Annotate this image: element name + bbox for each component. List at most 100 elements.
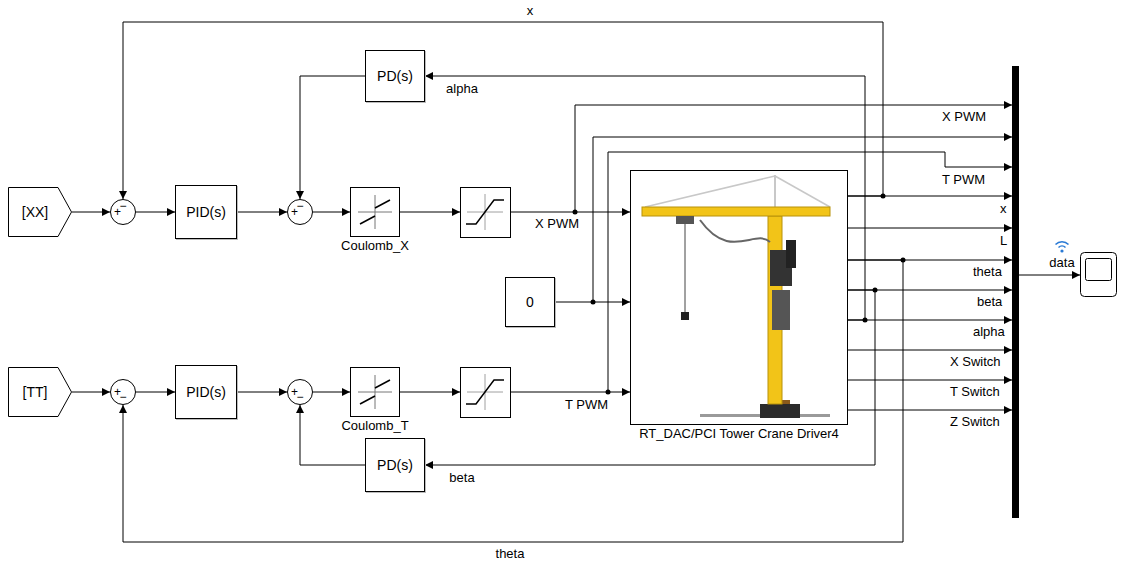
signal-line (300, 405, 365, 465)
signal-wire (848, 350, 1012, 351)
port-sign: − (288, 391, 312, 403)
signal-label: beta (977, 294, 1002, 310)
crane-encoder (786, 240, 796, 268)
signal-line (237, 392, 287, 393)
signal-line (300, 76, 365, 199)
block-label: PID(s) (186, 384, 226, 400)
signal-line (425, 290, 875, 465)
signal-label: T PWM (565, 397, 608, 413)
signal-line (123, 260, 903, 542)
block-label: PD(s) (377, 68, 413, 84)
signal-wire (510, 392, 630, 393)
signal-label: X PWM (535, 216, 579, 232)
saturation-block (461, 368, 511, 418)
signal-wire (510, 212, 630, 213)
saturation-block (461, 188, 511, 238)
signal-label: x (1000, 201, 1007, 217)
signal-label: X Switch (950, 354, 1001, 370)
crane-motor (772, 290, 790, 330)
scope-block (1081, 253, 1117, 297)
block-label: PD(s) (377, 457, 413, 473)
signal-label: data (1049, 255, 1074, 271)
crane-driver-block: RT_DAC/PCI Tower Crane Driver4 (630, 170, 848, 425)
branch-dot (573, 210, 578, 215)
pid-block: PID(s) (175, 185, 237, 239)
block-caption: RT_DAC/PCI Tower Crane Driver4 (639, 427, 839, 442)
signal-line (136, 392, 175, 393)
block-label: [TT] (23, 384, 48, 400)
signal-label: beta (449, 470, 474, 486)
signal-wire (1019, 275, 1080, 276)
sum-junction: +− (287, 199, 313, 225)
pid-block: PID(s) (175, 365, 237, 419)
crane-jib (642, 207, 830, 216)
crane-base (760, 404, 800, 418)
signal-label: alpha (446, 81, 478, 97)
sum-junction: +− (110, 379, 136, 405)
port-sign: − (111, 200, 135, 212)
icon-axis (375, 195, 376, 229)
pd-block: PD(s) (365, 438, 425, 492)
goto-tag: [XX] (8, 187, 72, 237)
branch-dot (606, 390, 611, 395)
friction-block: Coulomb_X (350, 187, 400, 237)
signal-wire (848, 410, 1012, 411)
sum-junction: +− (110, 199, 136, 225)
signal-label: T Switch (950, 384, 1000, 400)
signal-label: L (1000, 233, 1007, 249)
signal-label: theta (496, 546, 525, 562)
signal-wire (400, 212, 460, 213)
saturation-curve (466, 200, 504, 224)
crane-picture-ground (630, 170, 848, 425)
mux-bar (1012, 66, 1019, 518)
signal-line (136, 212, 175, 213)
block-label: 0 (526, 294, 534, 310)
constant-block: 0 (505, 277, 555, 327)
saturation-curve (466, 380, 504, 404)
crane-tie (775, 176, 830, 207)
signal-label: theta (973, 264, 1002, 280)
crane-cable (700, 220, 770, 242)
signal-logging-icon (1056, 242, 1069, 248)
signal-line (123, 22, 883, 199)
crane-tie (645, 176, 775, 207)
block-label: PID(s) (186, 204, 226, 220)
icon-axis (375, 375, 376, 409)
signal-line (313, 212, 350, 213)
signal-line (555, 302, 630, 303)
goto-tag-shape (9, 188, 72, 237)
crane-load (681, 312, 689, 320)
sum-junction: +− (287, 379, 313, 405)
signal-wire (848, 320, 1012, 321)
signal-label: x (527, 3, 534, 19)
signal-label: T PWM (942, 172, 985, 188)
signal-line (72, 392, 110, 393)
goto-tag-shape (9, 368, 72, 417)
signal-label: alpha (973, 324, 1005, 340)
port-sign: − (288, 200, 312, 212)
signal-label: Z Switch (950, 414, 1000, 430)
crane-hoist-rope (685, 224, 686, 312)
signal-wire (593, 137, 1012, 302)
port-sign: − (111, 391, 135, 403)
signal-line (72, 212, 110, 213)
signal-label: X PWM (942, 109, 986, 125)
block-caption: Coulomb_T (341, 419, 408, 434)
block-label: [XX] (22, 204, 48, 220)
signal-wire (608, 152, 1012, 392)
pd-block: PD(s) (365, 50, 425, 102)
signal-line (313, 392, 350, 393)
scope-screen (1086, 259, 1112, 281)
goto-tag: [TT] (8, 367, 72, 417)
signal-logging-icon (1060, 249, 1063, 252)
signal-wire (848, 380, 1012, 381)
coulomb-curve (360, 380, 390, 404)
block-caption: Coulomb_X (341, 239, 409, 254)
signal-line (237, 212, 287, 213)
signal-wire (575, 105, 1012, 212)
signal-wire (400, 392, 460, 393)
crane-trolley (676, 216, 694, 224)
